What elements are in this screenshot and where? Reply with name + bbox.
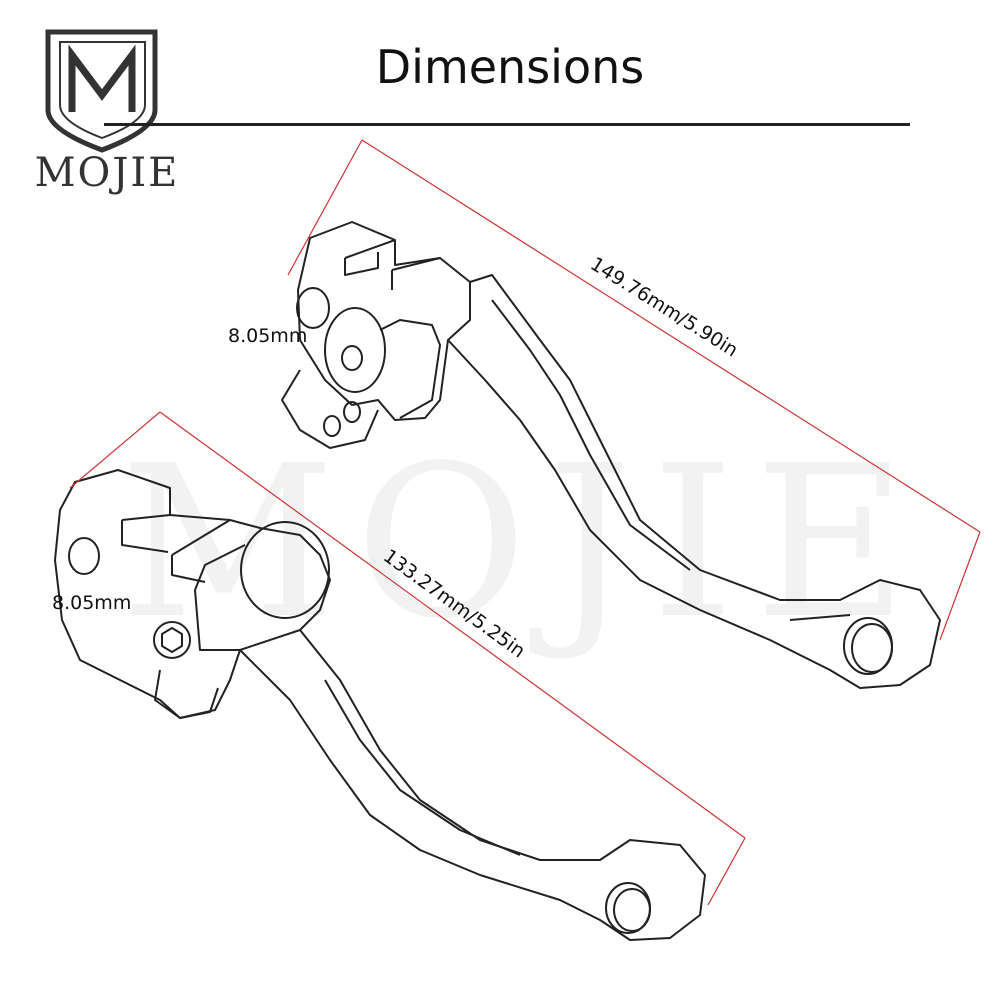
- bottom-lever-hole-label: 8.05mm: [52, 592, 132, 614]
- top-dimension-lines: [287, 139, 981, 641]
- bottom-dimension-lines: [69, 411, 746, 906]
- watermark-text: MOJIE: [120, 420, 928, 665]
- page-title: Dimensions: [375, 40, 645, 94]
- title-underline: [104, 123, 910, 126]
- brand-name: MOJIE: [34, 150, 180, 196]
- top-lever-drawing: [281, 221, 941, 689]
- brand-logo-icon: [45, 29, 158, 153]
- top-lever-hole-label: 8.05mm: [228, 325, 308, 347]
- bottom-lever-drawing: [54, 469, 706, 941]
